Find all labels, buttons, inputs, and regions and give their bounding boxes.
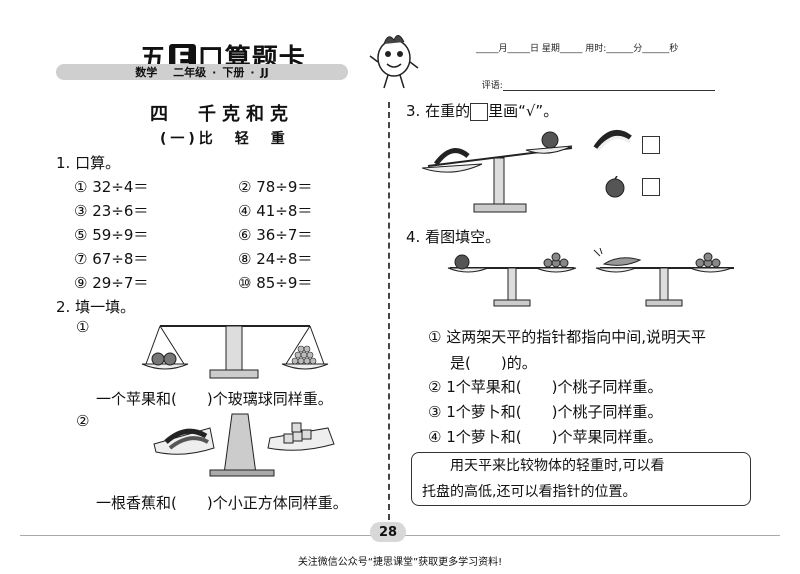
q3-example-box	[470, 102, 489, 121]
q2-label: 2. 填一填。	[56, 298, 136, 316]
calc-item: ⑥ 36÷7＝	[238, 226, 313, 244]
tip-box: 用天平来比较物体的轻重时,可以看 托盘的高低,还可以看指针的位置。	[411, 452, 751, 506]
calc-item: ⑩ 85÷9＝	[238, 274, 313, 292]
q4-item: ③ 1个萝卜和( )个桃子同样重。	[428, 403, 663, 421]
q3-label-end: 里画“√”。	[488, 102, 559, 120]
check-box-banana[interactable]	[642, 136, 660, 154]
check-box-apple[interactable]	[642, 178, 660, 196]
q4-item: 是( )的。	[450, 354, 537, 372]
balance-scale-banana-apple	[422, 131, 573, 213]
page-number: 28	[370, 522, 406, 542]
comment-underline	[502, 80, 715, 91]
calc-item: ⑦ 67÷8＝	[74, 250, 149, 268]
q4-item: ② 1个苹果和( )个桃子同样重。	[428, 378, 663, 396]
q3-label: 3. 在重的里画“√”。	[406, 100, 558, 121]
calc-item: ⑧ 24÷8＝	[238, 250, 313, 268]
q2-sub1-marker: ①	[76, 318, 90, 336]
balance-scale-apple-balls	[141, 325, 329, 379]
subject-bar: 数学 二年级 · 下册 · JJ	[56, 64, 348, 80]
balance-scales-fruits	[447, 248, 734, 307]
tip-line-2: 托盘的高低,还可以看指针的位置。	[422, 484, 637, 500]
edition-label: JJ	[260, 65, 269, 79]
volume-label: 下册	[222, 66, 245, 79]
q4-item: ① 这两架天平的指针都指向中间,说明天平	[428, 328, 706, 346]
section-subtitle: (一)比 轻 重	[160, 131, 289, 147]
q2-sub1-text: 一个苹果和( )个玻璃球同样重。	[96, 390, 333, 408]
calc-item: ② 78÷9＝	[238, 178, 313, 196]
calc-item: ③ 23÷6＝	[74, 202, 149, 220]
subject-label: 数学	[135, 66, 158, 79]
mascot-icon	[369, 35, 419, 89]
calc-item: ④ 41÷8＝	[238, 202, 313, 220]
comment-line: 评语:	[476, 68, 716, 91]
q2-sub2-text: 一根香蕉和( )个小正方体同样重。	[96, 494, 348, 512]
footer-note: 关注微信公众号“捷思课堂”获取更多学习资料!	[297, 557, 503, 568]
q4-item: ④ 1个萝卜和( )个苹果同样重。	[428, 428, 663, 446]
comment-label: 评语:	[481, 81, 503, 91]
q1-label: 1. 口算。	[56, 154, 121, 172]
calc-item: ⑤ 59÷9＝	[74, 226, 149, 244]
date-time-line: _____月_____日 星期_____ 用时:______分______秒	[476, 44, 679, 54]
section-title: 四 千克和克	[150, 104, 294, 125]
grade-label: 二年级	[173, 66, 207, 79]
calc-item: ⑨ 29÷7＝	[74, 274, 149, 292]
tip-line-1: 用天平来比较物体的轻重时,可以看	[450, 458, 665, 474]
q4-label: 4. 看图填空。	[406, 228, 501, 246]
apple-icon	[605, 176, 625, 198]
q2-sub2-marker: ②	[76, 412, 90, 430]
calc-item: ① 32÷4＝	[74, 178, 149, 196]
balance-scale-banana-cubes	[153, 413, 335, 477]
banana-icon	[593, 129, 632, 151]
q3-label-start: 3. 在重的	[406, 102, 471, 120]
column-divider	[388, 102, 390, 520]
